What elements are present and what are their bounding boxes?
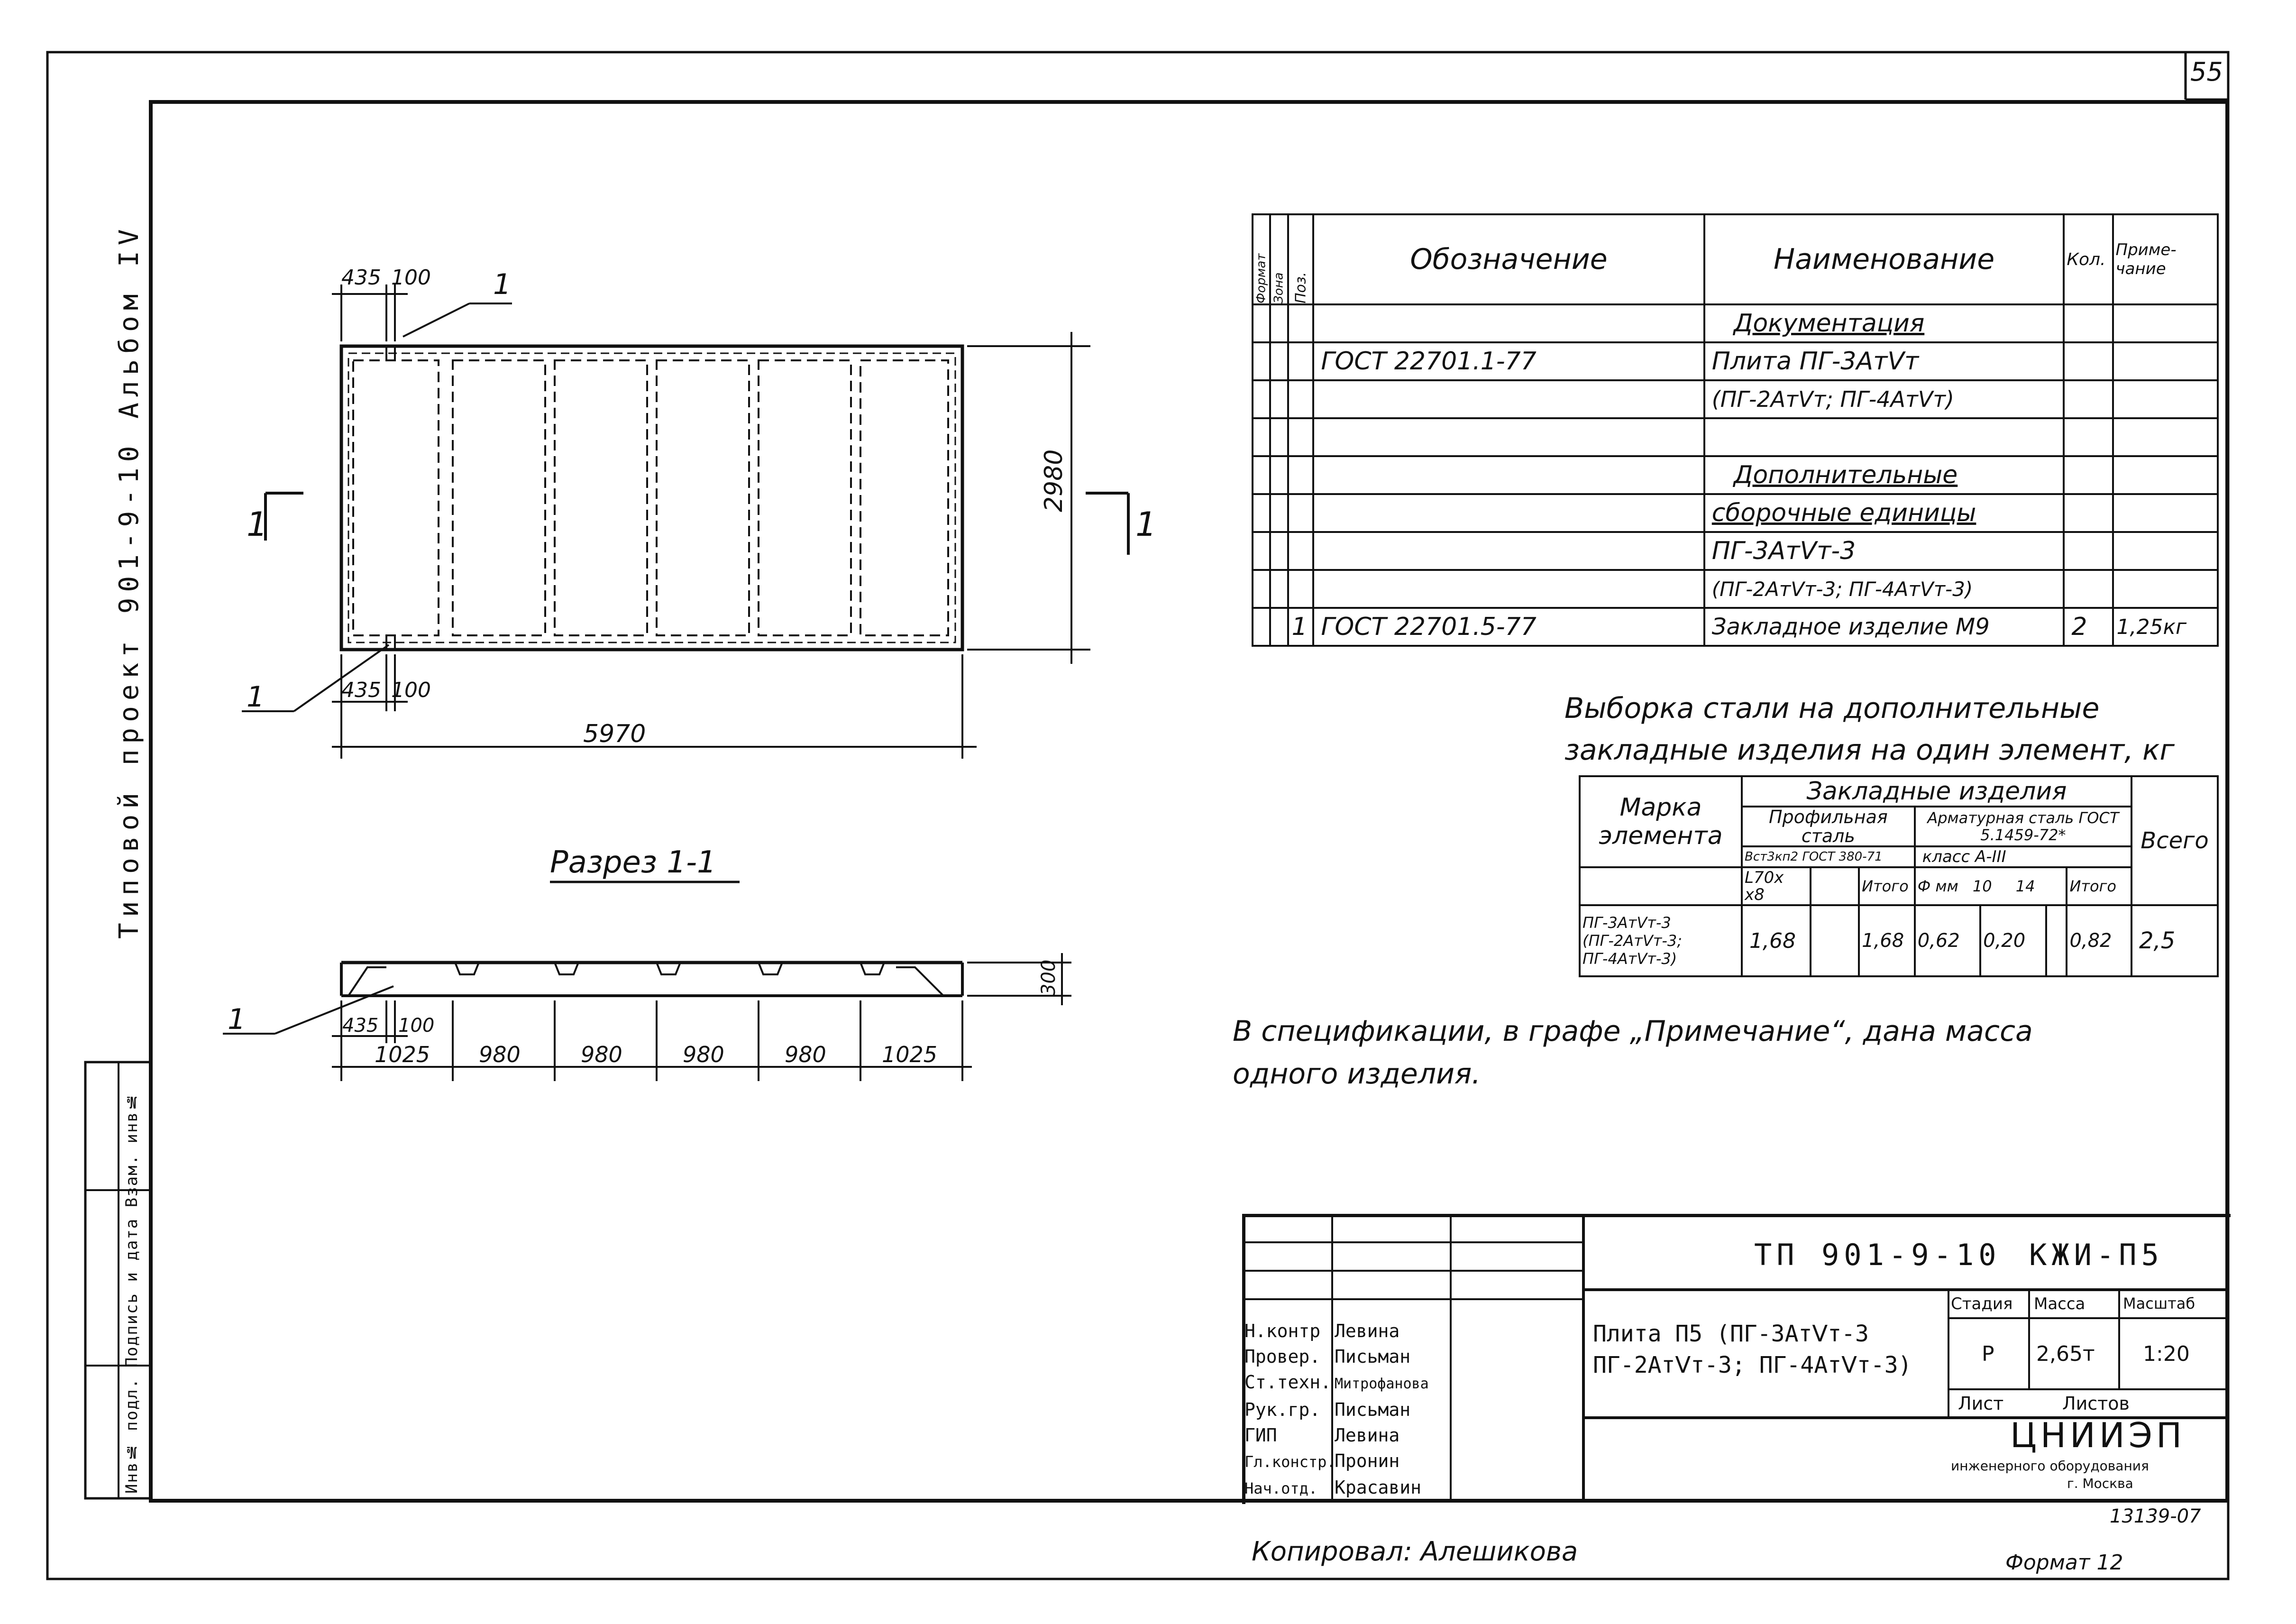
dim-plan-left-bottom: 435 bbox=[341, 678, 381, 702]
steel-h-diam: Ф мм bbox=[1917, 877, 1958, 895]
section-mark-left: 1 bbox=[247, 505, 268, 544]
note-text: В спецификации, в графе „Примечание“, да… bbox=[1233, 1015, 2033, 1091]
tb-title: Плита П5 (ПГ-3АтⅤт-3 ПГ-2АтⅤт-3; ПГ-4АтⅤ… bbox=[1593, 1321, 1912, 1378]
spec-h-name: Наименование bbox=[1703, 213, 2065, 305]
dim-sec-6: 1025 bbox=[882, 1042, 937, 1067]
spec-h-note: Приме-чание bbox=[2112, 213, 2219, 305]
spec-h-zone: Зона bbox=[1270, 214, 1288, 304]
steel-h-itogo: Итого bbox=[1858, 866, 1916, 906]
table-row: ПГ-3АтⅤт-3 (ПГ-2АтⅤт-3; ПГ-4АтⅤт-3) 1,68… bbox=[1579, 904, 2219, 977]
table-row: Документация bbox=[1251, 303, 2219, 343]
dim-sec-small-1: 435 bbox=[342, 1015, 378, 1037]
table-row: сборочные единицы bbox=[1251, 493, 2219, 533]
dim-sec-3: 980 bbox=[581, 1042, 622, 1067]
steel-h-embedded: Закладные изделия bbox=[1741, 775, 2132, 807]
steel-h-rebar-class: класс А-III bbox=[1913, 845, 2133, 868]
dim-plan-left-top2: 100 bbox=[391, 266, 431, 290]
title-block bbox=[1242, 1214, 2231, 1504]
tb-city: г. Москва bbox=[2067, 1476, 2133, 1491]
steel-h-diam-group: Ф мм 10 14 bbox=[1913, 866, 2068, 906]
tb-person-row: Ст.техн.Митрофанова bbox=[1244, 1372, 1429, 1393]
page-number: 55 bbox=[2190, 57, 2223, 87]
tb-scale: 1:20 bbox=[2143, 1342, 2190, 1366]
tb-stage-label: Стадия bbox=[1951, 1294, 2013, 1313]
steel-h-d10: 10 bbox=[1972, 877, 1992, 895]
tb-org: ЦНИИЭП bbox=[2010, 1415, 2186, 1455]
callout-1-section: 1 bbox=[228, 1003, 246, 1036]
spec-h-designation: Обозначение bbox=[1312, 213, 1705, 305]
side-stamp-text: Инв№ подл. Подпись и дата Взам. инв№ bbox=[122, 1092, 141, 1494]
callout-1-bottom: 1 bbox=[247, 680, 265, 714]
dim-sec-height: 300 bbox=[1038, 960, 1060, 996]
format-label: Формат 12 bbox=[2005, 1551, 2123, 1575]
dim-sec-small-2: 100 bbox=[398, 1015, 434, 1037]
table-row: (ПГ-2АтⅤт; ПГ-4АтⅤт) bbox=[1251, 379, 2219, 419]
steel-row-mark: ПГ-3АтⅤт-3 (ПГ-2АтⅤт-3; ПГ-4АтⅤт-3) bbox=[1579, 904, 1743, 977]
tb-code: ТП 901-9-10 bbox=[1754, 1238, 2001, 1272]
tb-number: 13139-07 bbox=[2110, 1505, 2201, 1527]
spec-table: Формат Зона Поз. Обозначение Наименовани… bbox=[1251, 213, 2219, 647]
steel-h-itogo2: Итого bbox=[2066, 866, 2132, 906]
tb-sheet-code: КЖИ-П5 bbox=[2029, 1238, 2164, 1272]
dim-plan-height: 2980 bbox=[1040, 450, 1068, 512]
spec-h-qty: Кол. bbox=[2063, 213, 2114, 305]
dim-sec-4: 980 bbox=[683, 1042, 724, 1067]
tb-org-sub: инженерного оборудования bbox=[1951, 1458, 2149, 1474]
spec-h-pos: Поз. bbox=[1288, 214, 1314, 304]
section-mark-right: 1 bbox=[1135, 505, 1157, 544]
table-row: (ПГ-2АтⅤт-3; ПГ-4АтⅤт-3) bbox=[1251, 569, 2219, 609]
tb-person-row: Провер.Письман bbox=[1244, 1346, 1411, 1367]
copied-by: Копировал: Алешикова bbox=[1252, 1536, 1578, 1567]
spec-h-format: Формат bbox=[1253, 214, 1271, 304]
tb-sheet-label: Лист bbox=[1958, 1393, 2004, 1414]
steel-h-d14: 14 bbox=[2015, 877, 2035, 895]
tb-person-row: Гл.констр.Пронин bbox=[1244, 1450, 1400, 1471]
tb-person-row: Рук.гр.Письман bbox=[1244, 1399, 1411, 1420]
steel-h-rebar: Арматурная сталь ГОСТ 5.1459-72* bbox=[1913, 806, 2133, 847]
table-row: ПГ-3АтⅤт-3 bbox=[1251, 531, 2219, 571]
dim-plan-left-top: 435 bbox=[341, 266, 381, 290]
steel-h-angle: L70x x8 bbox=[1740, 866, 1812, 906]
tb-mass-label: Масса bbox=[2034, 1294, 2086, 1313]
side-title: Типовой проект 901-9-10 Альбом IV bbox=[114, 223, 145, 939]
tb-sheets-label: Листов bbox=[2062, 1393, 2130, 1414]
steel-h-mark: Марка элемента bbox=[1579, 775, 1743, 868]
steel-h-profile: Профильная сталь bbox=[1741, 806, 1916, 847]
slab-section bbox=[223, 881, 1071, 1081]
section-title: Разрез 1-1 bbox=[550, 845, 716, 880]
steel-title: Выборка стали на дополнительные закладны… bbox=[1564, 692, 2175, 767]
callout-1-top: 1 bbox=[493, 268, 511, 301]
tb-scale-label: Масштаб bbox=[2123, 1294, 2195, 1312]
inner-frame bbox=[149, 100, 2229, 1503]
steel-table: Марка элемента Закладные изделия Всего П… bbox=[1579, 775, 2219, 977]
tb-person-row: Нач.отд.Красавин bbox=[1244, 1477, 1422, 1498]
steel-h-total: Всего bbox=[2131, 775, 2219, 906]
tb-mass: 2,65т bbox=[2036, 1342, 2095, 1366]
dim-sec-1: 1025 bbox=[375, 1042, 430, 1067]
table-row bbox=[1251, 417, 2219, 457]
tb-stage: Р bbox=[1982, 1342, 1994, 1366]
dim-plan-left-bottom2: 100 bbox=[391, 678, 431, 702]
steel-h-profile-std: Вст3кп2 ГОСТ 380-71 bbox=[1741, 845, 1916, 868]
table-row: Дополнительные bbox=[1251, 455, 2219, 495]
dim-plan-length: 5970 bbox=[583, 720, 646, 748]
dim-sec-2: 980 bbox=[479, 1042, 521, 1067]
slab-plan bbox=[339, 344, 964, 651]
dim-sec-5: 980 bbox=[785, 1042, 826, 1067]
